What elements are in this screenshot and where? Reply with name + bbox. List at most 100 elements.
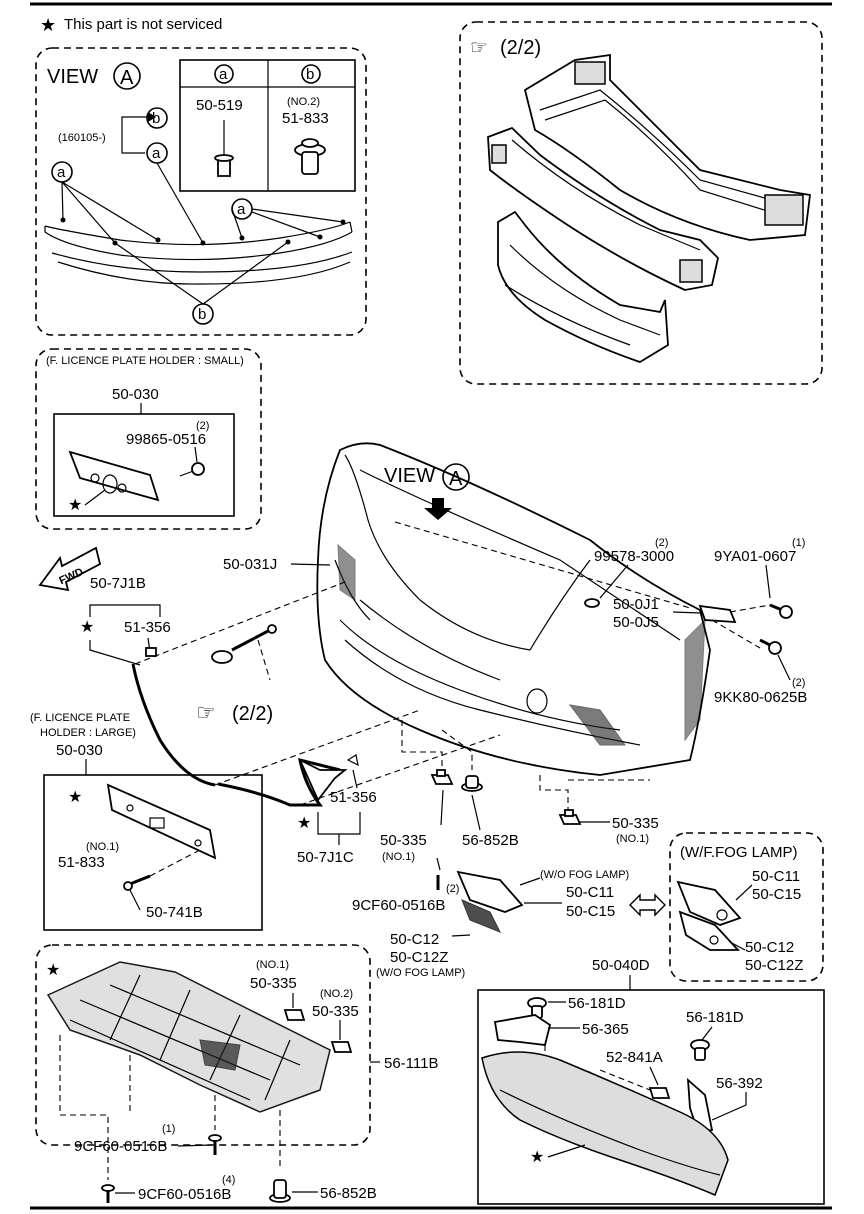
licence-small-part: 50-030 — [112, 386, 159, 403]
table-col-b-part: 51-833 — [282, 110, 329, 127]
label-screw1: 9CF60-0516B — [74, 1138, 167, 1155]
label-fog-4: 50-C12Z — [745, 957, 803, 974]
star-icon: ★ — [297, 815, 311, 832]
label-lip-stay: 56-392 — [716, 1075, 763, 1092]
left-garnish — [131, 647, 216, 787]
label-nut-r-qty: (NO.1) — [616, 833, 649, 845]
label-fog-2: 50-C15 — [752, 886, 801, 903]
label-screw-c-qty: (2) — [446, 883, 459, 895]
rivet-icon — [123, 874, 151, 891]
label-screw2: 9CF60-0516B — [138, 1186, 231, 1203]
label-lip: 50-040D — [592, 957, 650, 974]
view-a-panel: VIEW A a b 50-519 (NO.2) 51-833 (160105-… — [35, 47, 367, 336]
nut-icon — [558, 809, 582, 825]
callout-a-top: a — [152, 145, 161, 162]
label-undercover-clip: 56-852B — [320, 1185, 377, 1202]
label-bracket-1: 50-0J1 — [613, 596, 659, 613]
label-grille-2: 50-C12Z — [390, 949, 448, 966]
label-nut2-qty: (NO.2) — [320, 988, 353, 1000]
ref-2-2-top: (2/2) — [500, 37, 541, 59]
clip-icon — [690, 1039, 710, 1061]
view-a-title: VIEW — [47, 66, 98, 88]
nut-icon — [283, 1009, 306, 1021]
label-trim-r-clip: 51-356 — [330, 789, 377, 806]
licence-large-rivet: 50-741B — [146, 904, 203, 921]
view-arrow-text: VIEW — [384, 465, 435, 487]
label-bolt-top: 9YA01-0607 — [714, 548, 796, 565]
label-lip-clip2: 56-181D — [686, 1009, 744, 1026]
bracket-icon — [698, 604, 737, 623]
label-nut-l-qty: (NO.1) — [382, 851, 415, 863]
right-garnish — [298, 758, 348, 802]
star-icon: ★ — [68, 497, 82, 514]
reinforcement-panel: ☞ (2/2) — [459, 21, 823, 385]
callout-b-top: b — [152, 110, 160, 127]
label-lip-nut: 52-841A — [606, 1049, 663, 1066]
view-arrow-letter: A — [449, 468, 463, 490]
label-bolt-side: 9KK80-0625B — [714, 689, 807, 706]
label-nut1: 50-335 — [250, 975, 297, 992]
undercover-panel: ★ (NO.1) 50-335 (NO.2) 50-335 (1) 9CF60-… — [35, 944, 371, 1180]
nut-icon — [430, 769, 454, 785]
star-icon: ★ — [530, 1149, 544, 1166]
label-grille-1: 50-C12 — [390, 931, 439, 948]
bumper-top-view — [44, 221, 353, 285]
push-clip-icon — [294, 138, 326, 175]
bracket-clip-icon — [211, 624, 277, 664]
licence-large-title-2: HOLDER : LARGE) — [40, 727, 136, 739]
label-lip-clip1: 56-181D — [568, 995, 626, 1012]
label-wo-fog-tag2: (W/O FOG LAMP) — [376, 967, 465, 979]
label-screw-c: 9CF60-0516B — [352, 897, 445, 914]
star-icon: ★ — [68, 789, 82, 806]
label-grommet-qty: (2) — [655, 537, 668, 549]
clip-icon — [527, 997, 547, 1019]
star-icon: ★ — [80, 619, 94, 636]
nut-icon — [648, 1087, 671, 1099]
label-bolt-side-qty: (2) — [792, 677, 805, 689]
label-nut1-qty: (NO.1) — [256, 959, 289, 971]
clip-icon — [461, 775, 483, 792]
licence-large-clip: 51-833 — [58, 854, 105, 871]
label-fog-1: 50-C11 — [752, 868, 800, 885]
label-lip-bracket: 56-365 — [582, 1021, 629, 1038]
fog-grille-wo — [461, 899, 502, 933]
screw-icon — [208, 1134, 222, 1155]
lip-panel: 56-181D 56-365 56-181D 52-841A 56-392 ★ — [477, 989, 825, 1205]
table-col-b-header: b — [306, 66, 314, 83]
label-nut2: 50-335 — [312, 1003, 359, 1020]
fog-bezel-wo — [456, 870, 524, 913]
star-icon: ★ — [40, 15, 56, 35]
label-trim-l-group: 50-7J1B — [90, 575, 146, 592]
licence-small-screw: 99865-0516 — [126, 431, 206, 448]
leader-lines — [61, 162, 344, 305]
screw-icon — [179, 462, 205, 477]
down-arrow-icon — [424, 498, 452, 520]
double-arrow-icon — [629, 893, 666, 917]
label-nut-l: 50-335 — [380, 832, 427, 849]
nut-icon — [330, 1041, 353, 1053]
grommet-icon — [584, 598, 600, 608]
ref-2-2-mid: (2/2) — [232, 703, 273, 725]
licence-large-panel: (F. LICENCE PLATE HOLDER : LARGE) 50-030… — [30, 712, 263, 931]
callout-b-bottom: b — [198, 306, 206, 323]
label-screw1-qty: (1) — [162, 1123, 175, 1135]
lip-bracket — [493, 1014, 552, 1046]
fastener-dots — [60, 217, 346, 246]
label-nut-r: 50-335 — [612, 815, 659, 832]
label-trim-l-clip: 51-356 — [124, 619, 171, 636]
callout-a-right: a — [237, 201, 246, 218]
lower-stiffener — [497, 210, 669, 363]
front-bumper — [316, 442, 711, 776]
bolt-icon — [759, 638, 782, 655]
table-col-a-header: a — [219, 66, 228, 83]
licence-small-screw-qty: (2) — [196, 420, 209, 432]
label-screw2-qty: (4) — [222, 1174, 235, 1186]
star-icon: ★ — [46, 962, 60, 979]
clip-icon — [269, 1179, 291, 1203]
label-bumper: 50-031J — [223, 556, 277, 573]
label-clip-c: 56-852B — [462, 832, 519, 849]
bolt-icon — [769, 603, 793, 619]
lower-garnish — [217, 757, 341, 807]
label-grommet: 99578-3000 — [594, 548, 674, 565]
